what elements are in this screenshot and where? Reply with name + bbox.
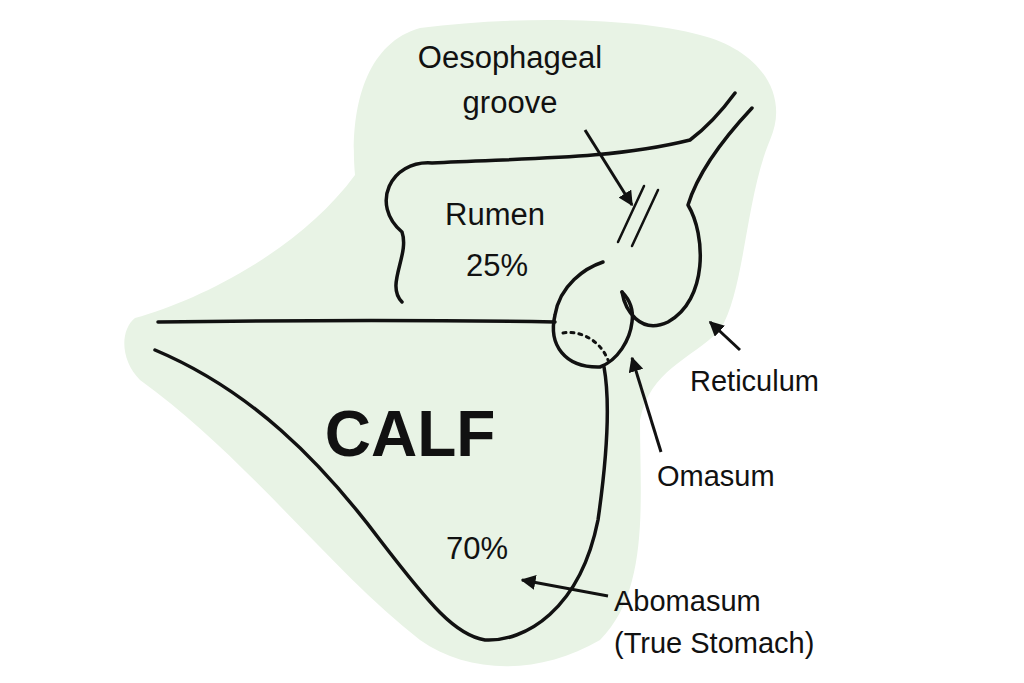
part-name: Rumen [395, 193, 595, 238]
leader-arrow [710, 322, 740, 350]
leader-arrow [585, 130, 632, 205]
rumen-outline [386, 93, 735, 302]
animal-title: CALF [260, 388, 560, 481]
percentage-value: 25% [427, 244, 567, 289]
background-blob [124, 20, 776, 666]
rumen-floor [158, 321, 555, 323]
part-name: Abomasum (True Stomach) [614, 580, 819, 664]
part-name: Omasum [657, 455, 897, 497]
part-name: Oesophageal groove [395, 36, 625, 126]
reticulum-outline [622, 108, 752, 326]
leader-arrow [522, 580, 608, 596]
groove-mark [618, 186, 644, 242]
leader-arrow [632, 358, 661, 452]
groove-mark [632, 190, 658, 246]
omasum-hidden-edge [563, 332, 608, 360]
part-name: Reticulum [690, 360, 930, 402]
abomasum-outline [155, 350, 607, 640]
omasum-outline [553, 262, 632, 367]
percentage-value: 70% [407, 527, 547, 572]
